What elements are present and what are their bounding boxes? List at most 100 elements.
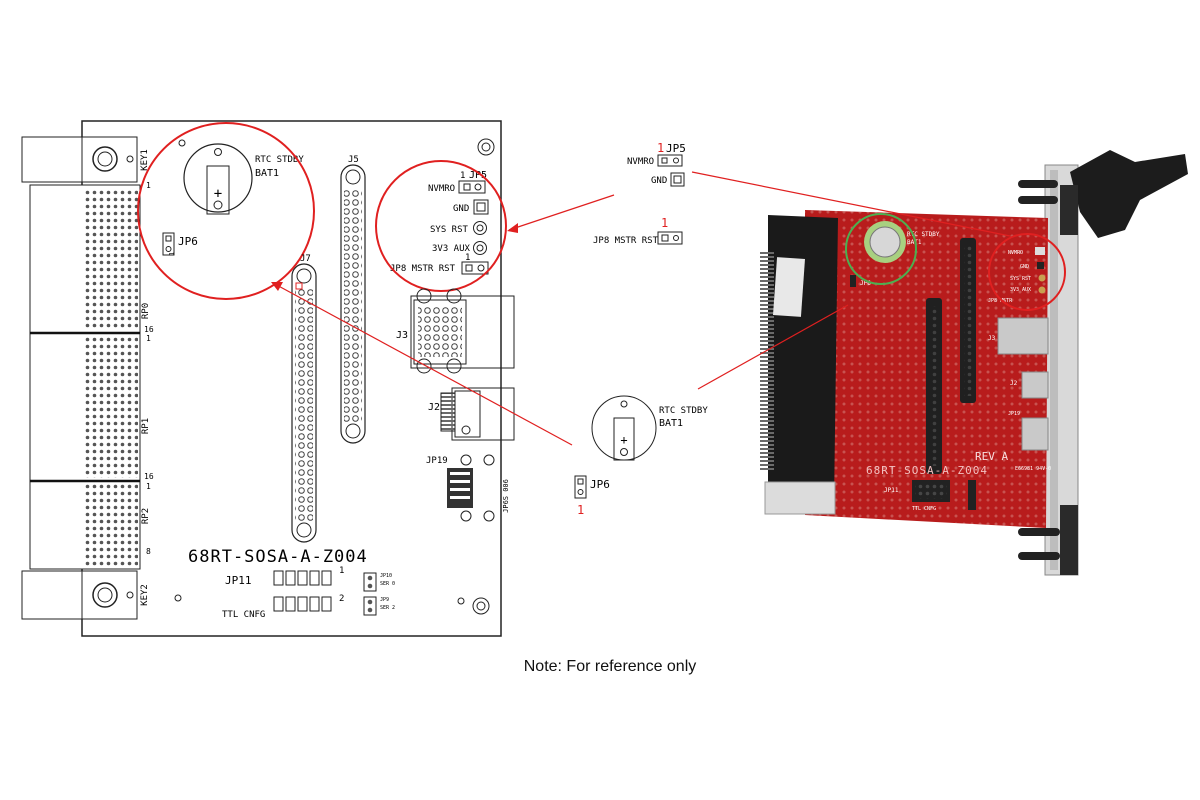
j3-connector — [410, 295, 515, 369]
photo-ttl: TTL CNFG — [912, 506, 936, 512]
photo-jp6 — [850, 275, 856, 287]
jp11-label: JP11 — [225, 574, 252, 587]
rp2-label: RP2 — [141, 508, 151, 524]
line-bat1-to-photo — [697, 304, 849, 390]
label-sticker — [773, 257, 805, 317]
zoom-bat1-holder — [613, 417, 635, 461]
rtc-stdby-label: RTC STDBY — [255, 155, 304, 165]
photo-j2-label: J2 — [1010, 380, 1018, 387]
jp5-label: JP5 — [469, 170, 487, 181]
jp6-label: JP6 — [178, 235, 198, 248]
j7-connector — [291, 263, 317, 543]
rp2-pin8: 8 — [146, 547, 151, 556]
top-ejector — [1070, 150, 1188, 238]
photo-3v3: 3V3 AUX — [1010, 287, 1031, 293]
gnd-pad — [473, 199, 489, 215]
mount-hole — [472, 597, 490, 615]
jp5-header — [458, 180, 486, 194]
photo-j3 — [997, 317, 1049, 355]
bat1-plus: + — [214, 186, 222, 202]
layout-drawing: KEY1 KEY2 RP0 RP1 RP2 1 16 1 16 1 8 — [21, 120, 515, 637]
zoom-jp5-pin1: 1 — [657, 141, 664, 155]
photo-j2 — [1021, 371, 1049, 399]
key1-block — [21, 136, 83, 183]
board-photo: RTC STDBY BAT1 JP6 NVMRO GND SYS RST 3V3… — [760, 150, 1188, 576]
key2-block — [21, 570, 83, 620]
ttl-cnfg-label: TTL CNFG — [222, 610, 265, 620]
photo-jp19-label: JP19 — [1008, 411, 1020, 417]
zoom-jp6-label: JP6 — [590, 478, 610, 491]
nvmro-label: NVMRO — [428, 184, 455, 194]
zoom-callouts: 1 JP5 NVMRO GND 1 JP8 MSTR RST + RTC STD… — [574, 141, 708, 517]
bat1-label: BAT1 — [255, 168, 279, 179]
board-name: 68RT-SOSA-A-Z004 — [188, 547, 368, 567]
key2-label: KEY2 — [140, 584, 150, 606]
jp8-header — [461, 261, 489, 275]
line-jp5-to-photo — [691, 171, 1011, 237]
jp8-mstr-rst-label: JP8 MSTR RST — [390, 264, 456, 274]
jp5-pin1: 1 — [460, 171, 465, 181]
zoom-rtc-label: RTC STDBY — [659, 406, 708, 416]
key2-hole — [92, 582, 118, 608]
zoom-bat1-outline — [591, 395, 657, 461]
jp19-vertical-label: JP6S 006 — [502, 479, 510, 513]
photo-rev: REV A — [975, 450, 1008, 463]
photo-battery — [869, 226, 901, 258]
jp8-pin1: 1 — [465, 253, 470, 263]
j5-connector — [340, 164, 366, 444]
photo-ul: E66981 94V-0 — [1015, 466, 1051, 472]
zoom-jp8-label: JP8 MSTR RST — [593, 236, 659, 246]
photo-jp11: JP11 — [884, 487, 899, 494]
j5-label: J5 — [348, 155, 359, 165]
photo-nvmro: NVMRO — [1008, 250, 1023, 256]
callout-circle-bat1 — [137, 122, 315, 300]
jp11-header — [272, 569, 336, 616]
sys-rst-label: SYS RST — [430, 225, 469, 235]
jp9-header — [363, 596, 377, 616]
jp6-header — [162, 232, 175, 256]
zoom-bat1-label: BAT1 — [659, 418, 683, 429]
bottom-guide — [764, 481, 836, 515]
zoom-jp5-header — [657, 154, 683, 167]
rp1-pin16: 16 — [144, 472, 154, 481]
bat1-outline — [183, 143, 253, 213]
bat1-holder — [206, 165, 230, 215]
zoom-jp6-pin1: 1 — [577, 503, 584, 517]
3v3-aux-label: 3V3 AUX — [432, 244, 471, 254]
bottom-ejector — [1060, 505, 1078, 575]
3v3-aux-testpoint — [473, 241, 487, 255]
zoom-jp8-pin1: 1 — [661, 216, 668, 230]
photo-jp8: JP8 MSTR — [988, 298, 1013, 304]
rp0-pin1: 1 — [146, 181, 151, 190]
photo-rtc-label: RTC STDBY — [907, 231, 940, 238]
rp0-label: RP0 — [141, 303, 151, 319]
j3-label: J3 — [396, 330, 408, 341]
rp1-pin1: 1 — [146, 334, 151, 343]
j2-label: J2 — [428, 402, 440, 413]
rp1-label: RP1 — [141, 418, 151, 434]
zoom-nvmro-label: NVMRO — [627, 157, 654, 167]
ser0-label: SER 0 — [380, 581, 395, 587]
photo-jp19-conn — [1021, 417, 1049, 451]
photo-board-name: 68RT-SOSA-A-Z004 — [866, 464, 988, 477]
j7-label: J7 — [300, 254, 311, 264]
photo-j3-label: J3 — [988, 335, 996, 342]
zoom-jp8-header — [657, 231, 683, 245]
arrow-jp5-to-drawing — [508, 194, 615, 231]
jp9-label: JP9 — [380, 597, 389, 603]
photo-green-circle — [845, 213, 917, 285]
jp6-pin1: 1 — [168, 252, 176, 256]
zoom-gnd-label: GND — [651, 176, 667, 186]
zoom-gnd-pad — [670, 172, 685, 187]
rp0-pin16: 16 — [144, 325, 154, 334]
zoom-jp5-label: JP5 — [666, 142, 686, 155]
key1-label: KEY1 — [140, 149, 150, 171]
photo-sys-rst: SYS RST — [1010, 276, 1031, 282]
key1-hole — [92, 146, 118, 172]
jp11-pin2: 2 — [339, 594, 344, 604]
jp10-header — [363, 572, 377, 592]
mount-hole — [477, 138, 495, 156]
photo-gnd: GND — [1020, 264, 1029, 270]
jp19-label: JP19 — [426, 456, 448, 466]
